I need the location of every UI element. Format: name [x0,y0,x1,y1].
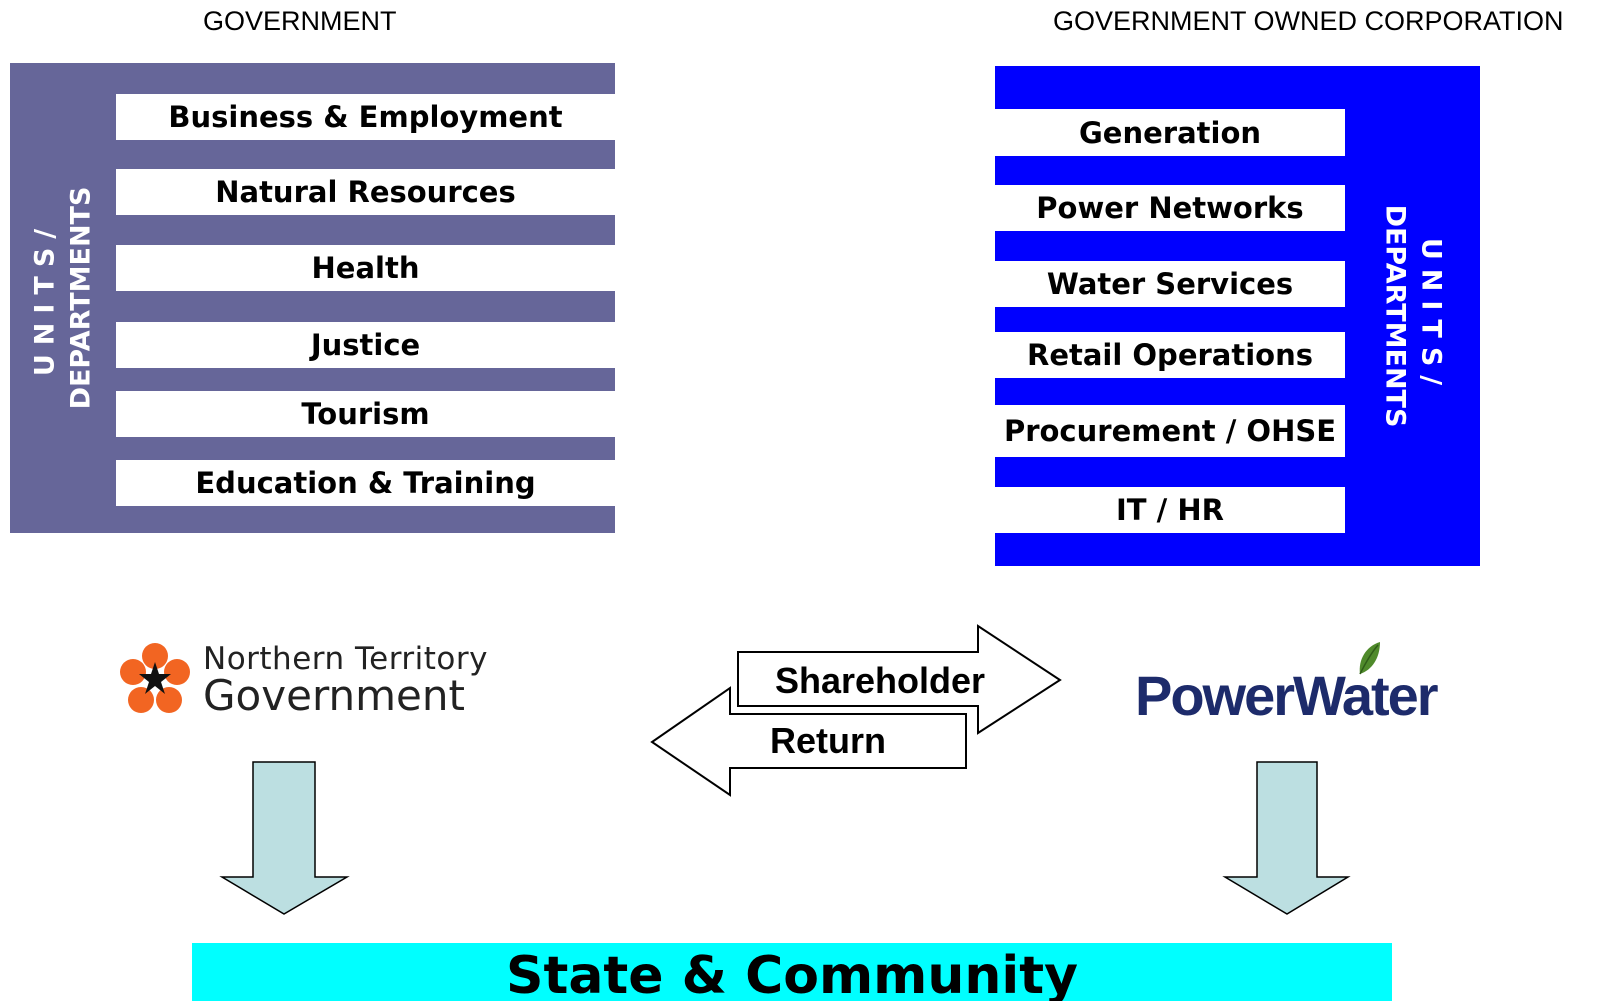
state-community-label: State & Community [506,946,1078,1001]
government-unit-business: Business & Employment [116,94,615,140]
state-community-bar: State & Community [192,943,1392,1001]
corporation-unit-generation: Generation [995,109,1345,156]
leaf-icon [1356,640,1382,676]
nt-logo-line2: Government [203,671,465,720]
nt-flower-icon [115,640,195,720]
nt-government-logo-text: Northern Territory Government [203,644,488,717]
corporation-unit-retail-operations: Retail Operations [995,332,1345,378]
return-arrow [650,686,967,797]
down-arrow-right [1222,761,1351,915]
government-units-panel [10,63,615,533]
corporation-unit-water-services: Water Services [995,261,1345,307]
government-unit-justice: Justice [116,322,615,368]
shareholder-label: Shareholder [775,660,986,701]
government-unit-education: Education & Training [116,460,615,506]
powerwater-logo-text: PowerWater [1135,664,1439,727]
government-unit-health: Health [116,245,615,291]
government-unit-natural-resources: Natural Resources [116,169,615,215]
corporation-unit-power-networks: Power Networks [995,185,1345,231]
corporation-unit-it-hr: IT / HR [995,487,1345,533]
nt-logo-line1: Northern Territory [203,641,488,677]
corporation-heading: GOVERNMENT OWNED CORPORATION [1053,6,1564,36]
down-arrow-left [219,761,350,915]
return-label: Return [770,720,886,761]
corporation-unit-procurement: Procurement / OHSE [995,405,1345,457]
shareholder-arrow [737,624,1062,735]
government-unit-tourism: Tourism [116,391,615,437]
government-heading: GOVERNMENT [203,6,397,36]
